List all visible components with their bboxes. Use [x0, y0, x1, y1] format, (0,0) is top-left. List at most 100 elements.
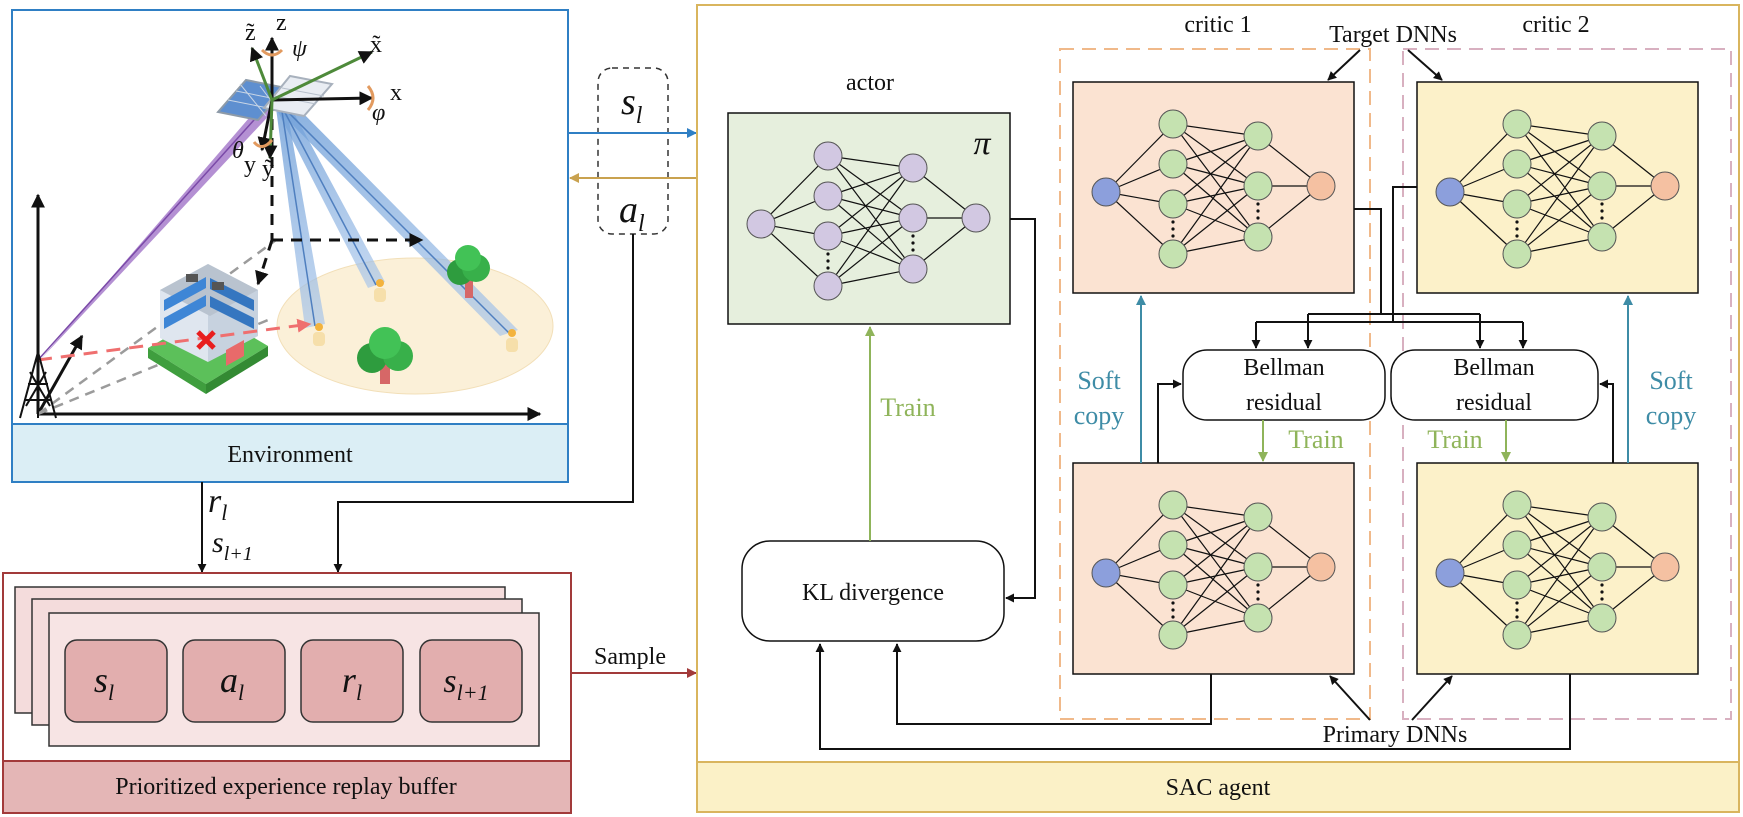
ellipsis-dot: [1515, 220, 1519, 224]
blocked-cross-icon: [196, 330, 216, 350]
nn-node: [1158, 530, 1188, 560]
tree-icon: [357, 327, 413, 384]
nn-node: [1158, 620, 1188, 650]
nn-edge: [1516, 516, 1603, 636]
nn-edge: [1516, 163, 1603, 238]
nn-edge: [1105, 123, 1174, 193]
critic1-train-label: Train: [1288, 425, 1343, 454]
nn-edge: [827, 195, 914, 270]
nn-node: [1502, 570, 1532, 600]
nn-edge: [827, 167, 914, 197]
svg-text:residual: residual: [1456, 390, 1532, 416]
critic2-label: critic 2: [1522, 12, 1589, 38]
ellipsis-dot: [911, 241, 915, 245]
nn-edge: [1516, 185, 1603, 255]
nn-edge: [1172, 163, 1259, 187]
nn-edge: [1516, 163, 1603, 187]
nn-edge: [760, 155, 829, 225]
nn-edge: [1172, 516, 1259, 586]
nn-edge: [1172, 123, 1259, 238]
nn-node: [1435, 558, 1465, 588]
building-icon: [148, 264, 268, 394]
buffer-label: Prioritized experience replay buffer: [115, 774, 456, 800]
nn-node: [1502, 490, 1532, 520]
nn-node: [1587, 552, 1617, 582]
ellipsis-dot: [1256, 597, 1260, 601]
critic1-label: critic 1: [1184, 12, 1251, 38]
nn-node: [1091, 558, 1121, 588]
ellipsis-dot: [1600, 583, 1604, 587]
ellipsis-dot: [1171, 227, 1175, 231]
ellipsis-dot: [911, 234, 915, 238]
soft-copy-label-1: Soft copy: [1074, 366, 1125, 430]
nn-node: [961, 203, 991, 233]
ellipsis-dot: [1171, 220, 1175, 224]
kl-divergence-box: KL divergence: [741, 540, 1005, 642]
nn-node: [1502, 239, 1532, 269]
nn-edge: [1516, 516, 1603, 546]
nn-edge: [1449, 504, 1518, 574]
ellipsis-dot: [1600, 597, 1604, 601]
ellipsis-dot: [1256, 216, 1260, 220]
user-icon: [506, 329, 518, 352]
ellipsis-dot: [1515, 234, 1519, 238]
nn-node: [1158, 149, 1188, 179]
nn-edge: [1172, 185, 1259, 255]
nn-edge: [1516, 544, 1603, 568]
nn-node: [1158, 189, 1188, 219]
nn-edge: [1172, 123, 1259, 187]
svg-text:al: al: [220, 660, 244, 705]
primary-dnns-label: Primary DNNs: [1323, 722, 1468, 748]
nn-node: [1243, 171, 1273, 201]
replay-buffer-panel: Prioritized experience replay buffer sl …: [2, 572, 572, 814]
axis-y-tilde-label: ỹ: [262, 156, 274, 182]
ellipsis-dot: [1515, 227, 1519, 231]
bellman-residual-1: Bellman residual: [1182, 349, 1386, 421]
nn-edge: [1516, 135, 1603, 255]
svg-text:KL divergence: KL divergence: [802, 580, 944, 606]
actor-label: actor: [846, 70, 894, 96]
nn-node: [1502, 109, 1532, 139]
nn-edge: [1449, 572, 1518, 636]
actor-network: π: [727, 112, 1011, 325]
critic1-target-network: [1072, 81, 1355, 294]
nn-node: [1158, 490, 1188, 520]
axis-x-label: x: [390, 80, 402, 106]
critic2-train-label: Train: [1427, 425, 1482, 454]
ellipsis-dot: [1515, 601, 1519, 605]
svg-text:rl: rl: [342, 660, 362, 705]
nn-node: [746, 209, 776, 239]
angle-psi-label: ψ: [292, 36, 308, 62]
nn-edge: [1105, 504, 1174, 574]
nn-node: [813, 141, 843, 171]
ellipsis-dot: [1600, 209, 1604, 213]
ellipsis-dot: [826, 252, 830, 256]
nn-edge: [1516, 504, 1603, 568]
state-label: sl: [621, 81, 643, 129]
nn-node: [1502, 530, 1532, 560]
agent-label: SAC agent: [1166, 775, 1271, 801]
svg-text:Bellman: Bellman: [1243, 355, 1324, 381]
ellipsis-dot: [826, 259, 830, 263]
ellipsis-dot: [1515, 608, 1519, 612]
ellipsis-dot: [1515, 615, 1519, 619]
nn-edge: [1105, 572, 1174, 636]
nn-node: [898, 153, 928, 183]
ellipsis-dot: [1256, 590, 1260, 594]
nn-node: [1435, 177, 1465, 207]
ellipsis-dot: [1171, 615, 1175, 619]
svg-text:Bellman: Bellman: [1453, 355, 1534, 381]
axis-y-label: y: [244, 152, 256, 178]
nn-edge: [1516, 123, 1603, 187]
nn-edge: [1516, 516, 1603, 586]
nn-node: [1243, 121, 1273, 151]
ellipsis-dot: [1600, 590, 1604, 594]
axis-z-label: z: [276, 10, 287, 36]
state-action-box: sl al: [597, 67, 669, 237]
nn-edge: [1172, 504, 1259, 619]
nn-edge: [1449, 191, 1518, 255]
nn-node: [1243, 603, 1273, 633]
svg-text:Soft: Soft: [1077, 366, 1121, 395]
ellipsis-dot: [911, 248, 915, 252]
